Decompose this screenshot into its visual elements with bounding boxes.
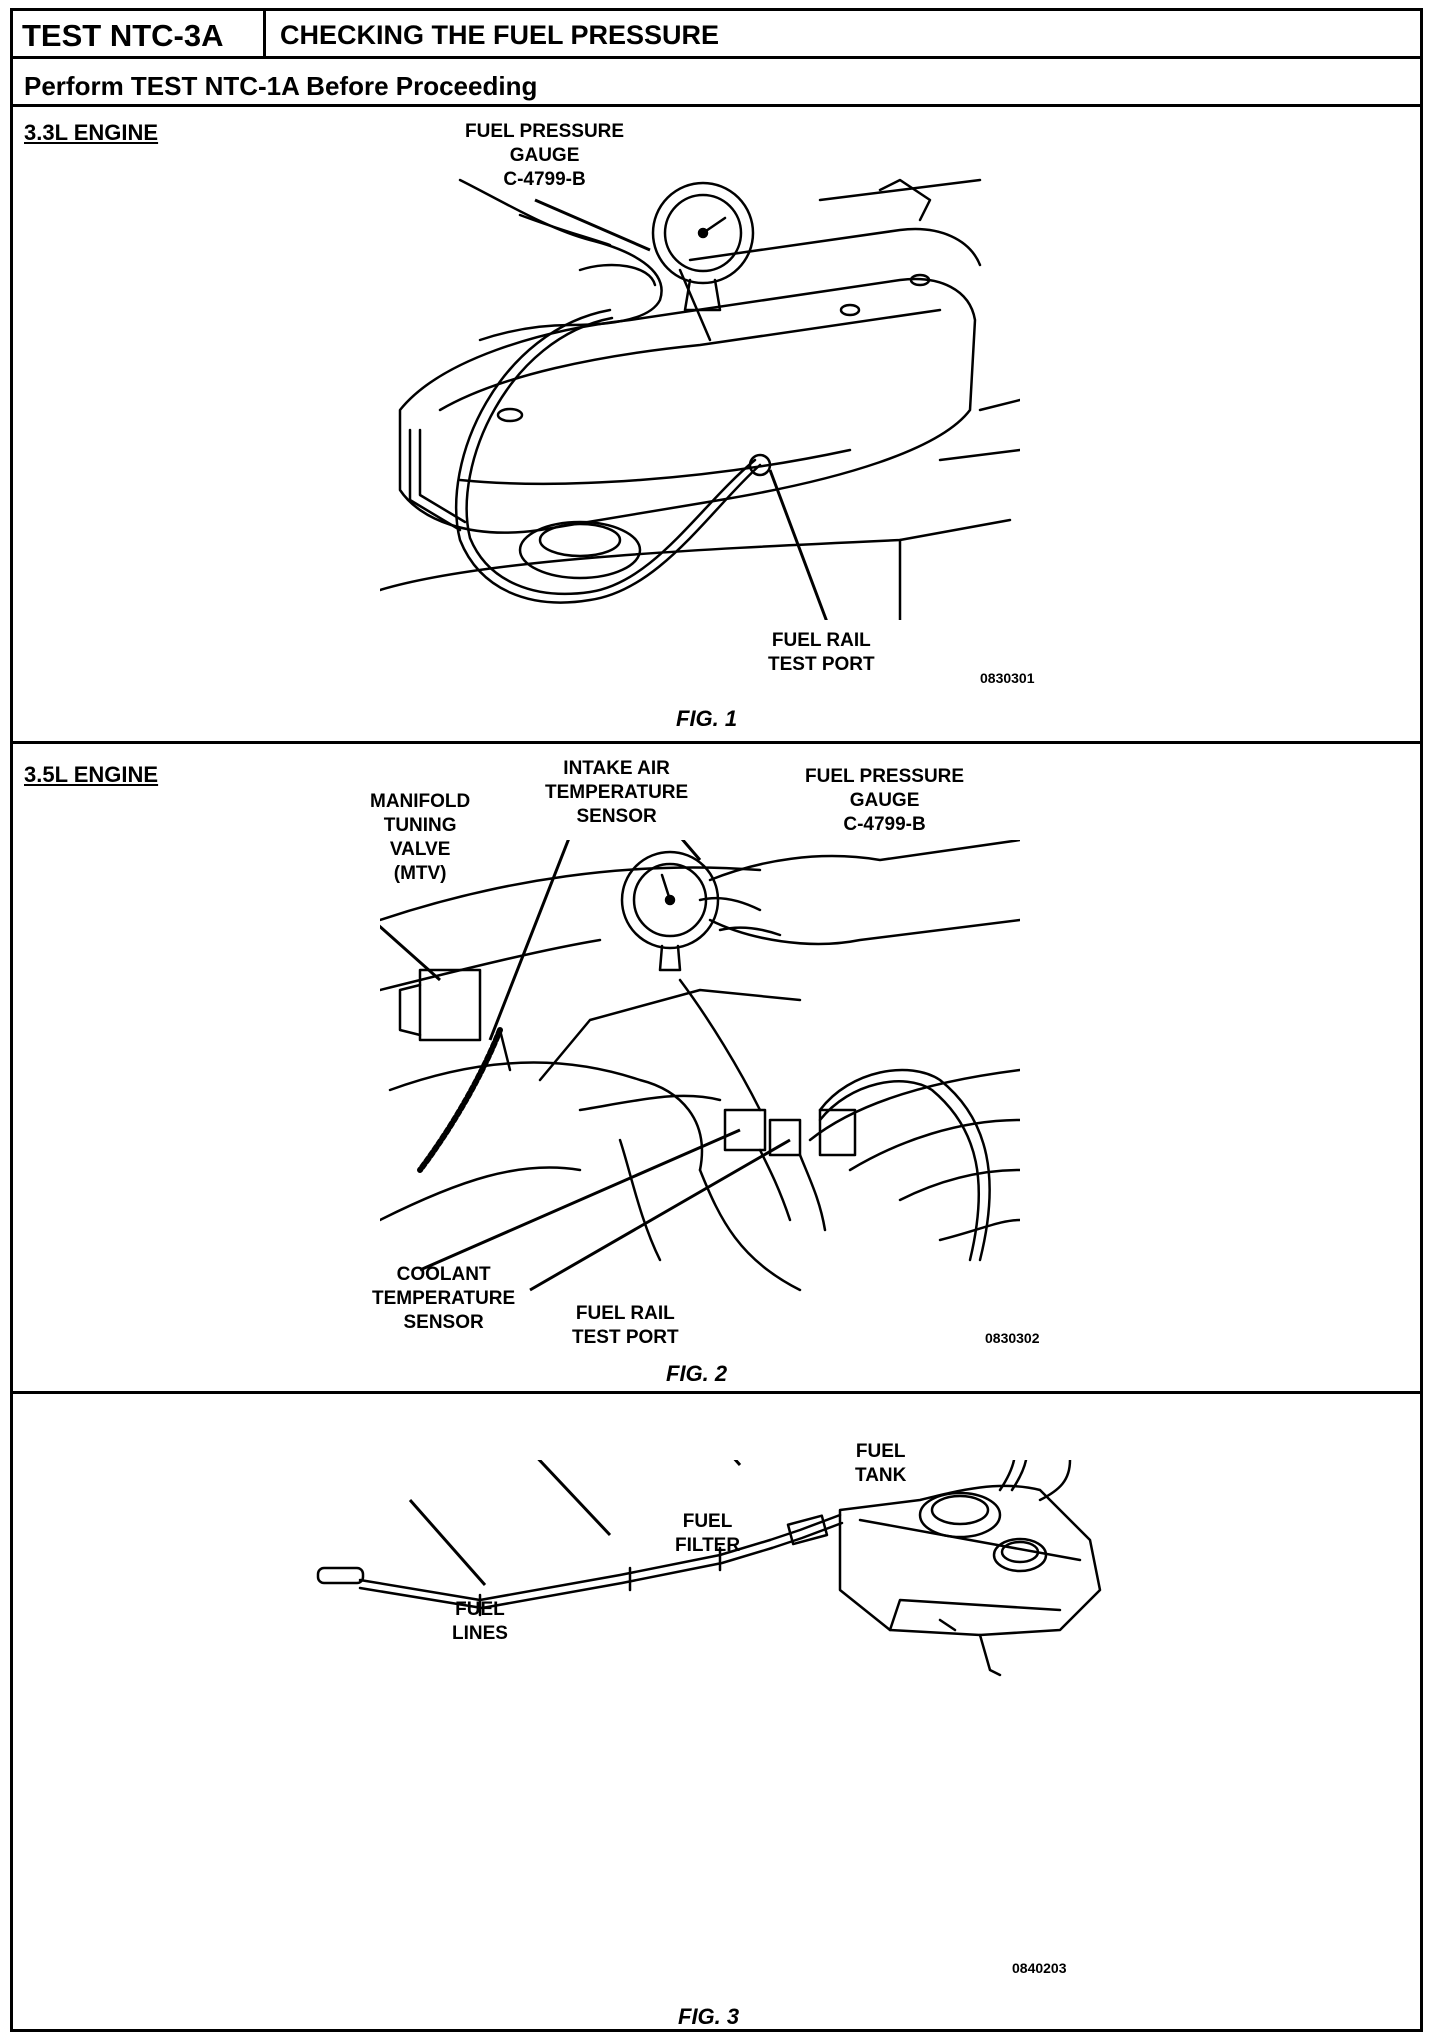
page-frame (10, 8, 1423, 2032)
fig2-caption: FIG. 2 (666, 1361, 728, 1386)
fig2-mtv-label: MANIFOLD TUNING VALVE (MTV) (370, 791, 471, 884)
header-rule (10, 56, 1423, 59)
test-id: TEST NTC-3A (22, 18, 224, 53)
fig2-illustration (380, 840, 1020, 1300)
header-divider (263, 8, 266, 58)
fig2-coolant-label: COOLANT TEMPERATURE SENSOR (372, 1264, 516, 1333)
fig3-fuel-lines-label: FUEL LINES (452, 1599, 508, 1644)
fig2-engine-label: 3.5L ENGINE (24, 762, 159, 787)
fig2-iat-label: INTAKE AIR TEMPERATURE SENSOR (545, 758, 689, 827)
fig2-drawing-code: 0830302 (985, 1330, 1040, 1346)
fig3-fuel-tank-label: FUEL TANK (855, 1441, 907, 1486)
note-rule (10, 104, 1423, 107)
test-title: CHECKING THE FUEL PRESSURE (280, 20, 720, 50)
fig2-gauge-label: FUEL PRESSURE GAUGE C-4799-B (805, 766, 965, 835)
fig3-caption: FIG. 3 (678, 2004, 740, 2029)
fig3-fuel-filter-label: FUEL FILTER (675, 1511, 741, 1556)
fig3-illustration (300, 1460, 1120, 1860)
fig1-illustration (380, 160, 1020, 620)
fig2-test-port-label: FUEL RAIL TEST PORT (572, 1303, 679, 1348)
fig1-drawing-code: 0830301 (980, 670, 1035, 686)
fig1-test-port-label: FUEL RAIL TEST PORT (768, 630, 875, 675)
fig1-caption: FIG. 1 (676, 706, 738, 731)
procedure-note: Perform TEST NTC-1A Before Proceeding (24, 71, 538, 101)
fig2-bottom-rule (10, 1391, 1423, 1394)
fig3-drawing-code: 0840203 (1012, 1960, 1067, 1976)
fig1-bottom-rule (10, 741, 1423, 744)
fig1-engine-label: 3.3L ENGINE (24, 120, 159, 145)
fig1-gauge-label: FUEL PRESSURE GAUGE C-4799-B (465, 121, 625, 190)
